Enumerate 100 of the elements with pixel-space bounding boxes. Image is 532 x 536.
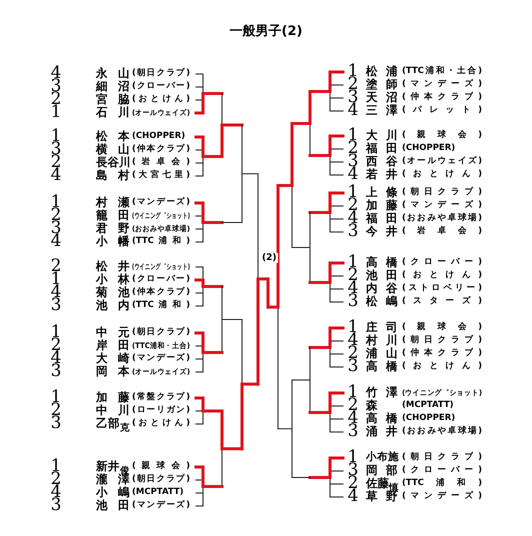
player-name: 岸田: [96, 339, 130, 352]
rank-number: 4: [346, 490, 360, 503]
player-name: 池田: [96, 499, 130, 512]
club-name: (朝日クラブ): [132, 67, 190, 80]
player-name: 長谷川: [96, 156, 130, 169]
rank-number: 4: [346, 104, 360, 117]
player-name: 横山: [96, 143, 130, 156]
rank-number: 3: [50, 365, 62, 378]
club-name: (ストロベリー): [402, 282, 482, 295]
club-name: (朝日クラブ): [132, 326, 190, 339]
club-name: (TTC浦和): [402, 477, 482, 490]
rank-number: 3: [346, 360, 360, 373]
player-name: 西谷: [366, 155, 398, 168]
player-name: 福田: [366, 212, 398, 225]
club-name: (MCPTATT): [132, 486, 185, 499]
club-name: (クローバー): [402, 256, 482, 269]
title: 一般男子(2): [228, 23, 304, 40]
player-name: 池田: [366, 269, 398, 282]
player-name: 村瀬: [96, 196, 130, 209]
rank-number: 3: [346, 91, 360, 104]
player-name: 浦山: [366, 347, 398, 360]
club-name: (おとけん): [402, 168, 482, 181]
rank-number: 3: [50, 499, 62, 512]
player-name: 永山: [96, 67, 130, 80]
club-name: (クローバー): [402, 464, 482, 477]
rank-number: 3: [50, 299, 62, 312]
player-name: 福田: [366, 142, 398, 155]
player-name: 松井: [96, 260, 130, 273]
player-name: 大川: [366, 129, 398, 142]
rank-number: 3: [346, 155, 360, 168]
player-name: 宮脇: [96, 93, 130, 106]
rank-number: 4: [50, 169, 62, 182]
player-name: 上條: [366, 186, 398, 199]
player-name: 竹澤: [366, 386, 398, 399]
rank-number: 3: [346, 295, 360, 308]
player-name: 森: [366, 399, 379, 412]
player-name: 島村: [96, 169, 130, 182]
club-name: (朝日クラブ): [132, 473, 190, 486]
round-label: (2): [261, 252, 278, 263]
player-name: 加藤: [366, 199, 398, 212]
club-name: (クローバー): [132, 80, 190, 93]
club-name: (ローリガン): [132, 404, 190, 417]
club-name: (CHOPPER): [402, 412, 456, 425]
player-name: 今井: [366, 225, 398, 238]
club-name: (おとけん): [132, 417, 190, 430]
player-name: 細沼: [96, 80, 130, 93]
player-name: 小幡: [96, 235, 130, 248]
player-name: 池内: [96, 299, 130, 312]
rank-number: 3: [346, 425, 360, 438]
rank-number: 3: [50, 80, 62, 93]
player-name: 塗師: [366, 78, 398, 91]
rank-number: 3: [50, 222, 62, 235]
player-name: 涌井: [366, 425, 398, 438]
club-name: (朝日クラブ): [402, 451, 482, 464]
rank-number: 4: [50, 235, 62, 248]
player-name: 村川: [366, 334, 398, 347]
player-name: 小布施: [366, 451, 398, 464]
club-name: (大宮七里): [132, 169, 190, 182]
club-name: (CHOPPER): [132, 130, 186, 143]
player-name: 中川: [96, 404, 130, 417]
club-name: (クローバー): [132, 273, 190, 286]
club-name: (マンデーズ): [132, 196, 190, 209]
club-name: (マンデーズ): [132, 352, 190, 365]
club-name: (仲本クラブ): [132, 143, 190, 156]
club-name: (TTC浦和): [132, 299, 190, 312]
player-name: 大崎: [96, 352, 130, 365]
player-name: 中元: [96, 326, 130, 339]
club-name: (朝日クラブ): [402, 334, 482, 347]
rank-number: 3: [50, 417, 62, 430]
club-name: (おとけん): [402, 269, 482, 282]
player-name: 松本: [96, 130, 130, 143]
player-name: 君野: [96, 222, 130, 235]
rank-number: 4: [346, 168, 360, 181]
player-name: 菊池: [96, 286, 130, 299]
player-name: 岡部: [366, 464, 398, 477]
club-name: (マンデーズ): [402, 199, 482, 212]
player-name: 松嶋: [366, 295, 398, 308]
club-name: (CHOPPER): [402, 142, 456, 155]
club-name: (マンデーズ): [402, 490, 482, 503]
rank-number: 3: [50, 143, 62, 156]
player-name: 庄司: [366, 321, 398, 334]
club-name: (MCPTATT): [402, 399, 455, 412]
club-name: (おおみや卓球場): [402, 212, 482, 225]
player-name: 天沼: [366, 91, 398, 104]
club-name: (TTC浦和): [132, 235, 190, 248]
player-name: 加藤: [96, 391, 130, 404]
player-name: 岡本: [96, 365, 130, 378]
club-name: (オールウェイズ): [402, 155, 482, 168]
player-name: 三澤: [366, 104, 398, 117]
player-name: 松浦: [366, 65, 398, 78]
player-name: 内谷: [366, 282, 398, 295]
player-name: 小林: [96, 273, 130, 286]
club-name: (おとけん): [402, 360, 482, 373]
player-name: 小嶋: [96, 486, 130, 499]
club-name: (マンデーズ): [132, 499, 190, 512]
club-name: (親球会): [402, 321, 482, 334]
club-name: (仲本クラブ): [132, 286, 190, 299]
club-name: (親球会): [132, 460, 190, 473]
club-name: (パレット): [402, 104, 482, 117]
rank-number: 1: [50, 106, 62, 119]
